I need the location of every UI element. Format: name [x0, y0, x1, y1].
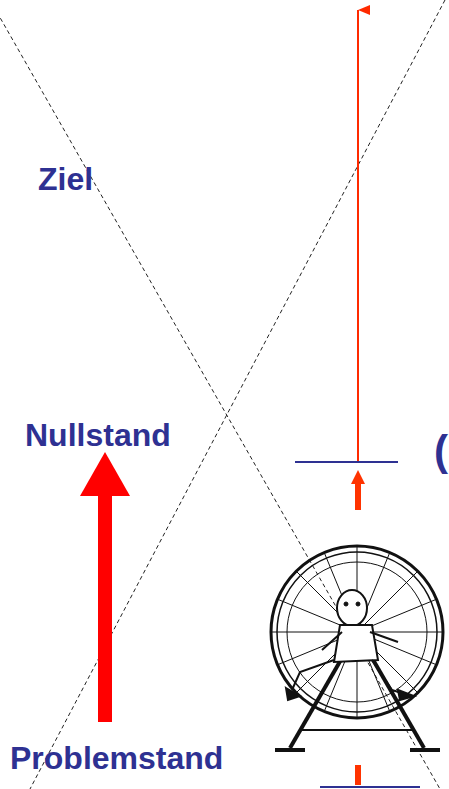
goal-label: Ziel: [38, 162, 93, 197]
level-line: [295, 461, 398, 463]
small-arrow: [355, 765, 361, 785]
cropped-text: (: [434, 428, 448, 474]
goal-arrow: [357, 10, 359, 462]
zero-level-label: Nullstand: [25, 418, 171, 453]
red-arrow-shaft: [98, 492, 112, 722]
small-arrow-head: [351, 470, 365, 484]
problem-level-label: Problemstand: [10, 741, 223, 776]
dashed-cross-line: [30, 0, 445, 789]
dashed-cross-line: [0, 0, 440, 789]
hamster-wheel: [271, 546, 443, 750]
level-line: [320, 786, 420, 788]
small-arrow: [355, 482, 361, 510]
red-arrow-head: [80, 452, 130, 496]
